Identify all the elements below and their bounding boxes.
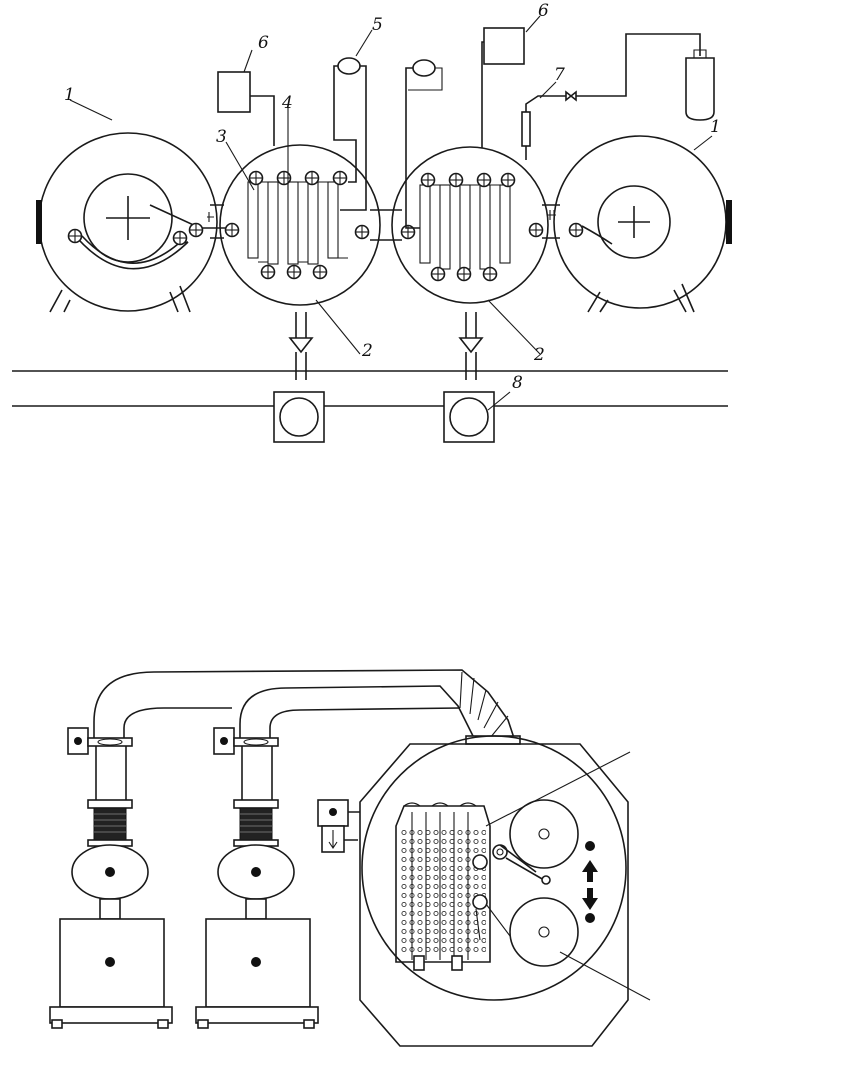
exhaust-duct: [94, 670, 520, 744]
vacuum-pump-right: [444, 392, 494, 442]
control-unit-right: [482, 28, 524, 148]
arrow-up-icon: [582, 860, 598, 882]
bottom-diagram: [50, 670, 650, 1046]
roller-array-right: [420, 174, 515, 281]
drum-upper: [510, 800, 578, 868]
label-4: 4: [281, 93, 293, 113]
side-control-box: [318, 800, 360, 852]
pump-stack-middle: [196, 728, 318, 1028]
vacuum-chamber: [360, 736, 650, 1046]
label-3: 3: [216, 127, 227, 147]
unwind-chamber: [36, 133, 230, 312]
arrow-down-icon: [582, 888, 598, 910]
label-5: 5: [372, 15, 383, 35]
power-supply-left: [334, 58, 366, 210]
evaporation-rack: [396, 803, 490, 970]
label-1-right: 1: [710, 117, 721, 137]
pump-stack-left: [50, 728, 172, 1028]
vacuum-pump-left: [274, 392, 324, 442]
gas-inlet: [522, 34, 714, 160]
top-diagram: 1 1 2 2 3 4 5 6 6 7 8: [12, 1, 732, 442]
label-6-left: 6: [258, 33, 269, 53]
label-2-right: 2: [533, 345, 545, 365]
label-7: 7: [554, 65, 565, 85]
floor: [12, 371, 728, 406]
direction-indicator: [582, 841, 598, 923]
roller-array: [248, 172, 348, 279]
label-1-left: 1: [64, 85, 75, 105]
label-8: 8: [512, 373, 523, 393]
part-labels: 1 1 2 2 3 4 5 6 6 7 8: [64, 1, 721, 393]
rewind-chamber: [554, 136, 732, 312]
coating-chamber-right: [392, 147, 548, 380]
label-2-left: 2: [361, 341, 373, 361]
power-supply-right: [406, 60, 442, 228]
label-6-right: 6: [538, 1, 549, 21]
